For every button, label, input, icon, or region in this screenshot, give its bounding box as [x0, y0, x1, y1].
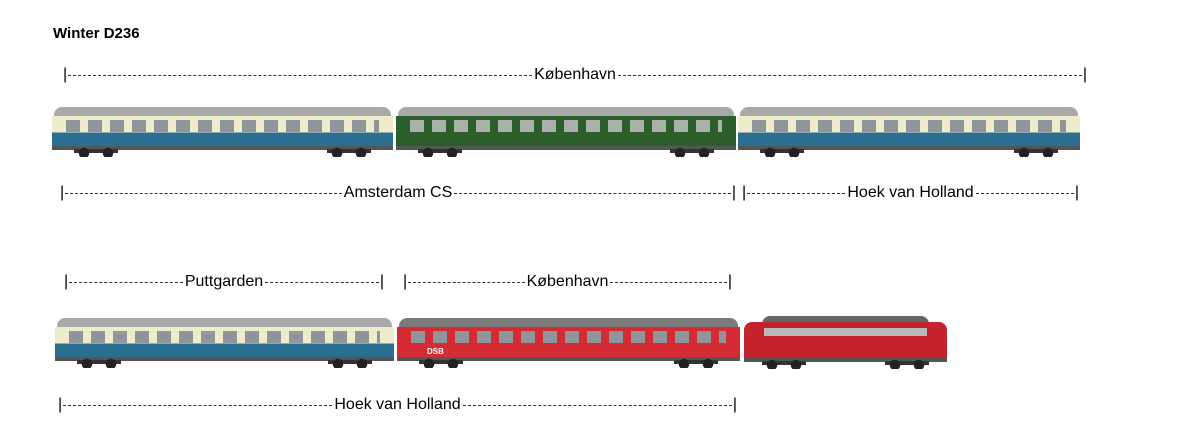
route-label: Hoek van Holland [847, 184, 974, 201]
diesel-locomotive [744, 316, 947, 370]
route-label: Amsterdam CS [343, 184, 453, 201]
route-label: København [534, 66, 616, 83]
coach-red-dsb: DSB [397, 318, 740, 370]
route-label: København [526, 273, 609, 290]
coach-blue-cream-3 [55, 318, 394, 370]
route-span-hoek-1: |Hoek van Holland| [742, 184, 1080, 201]
coach-green [396, 107, 736, 159]
route-span-puttgarden: |Puttgarden| [64, 273, 384, 290]
route-span-kobenhavn-2: |København| [403, 273, 732, 290]
route-label: Hoek van Holland [334, 396, 461, 413]
coach-blue-cream-1 [52, 107, 393, 159]
route-span-amsterdam: |Amsterdam CS| [60, 184, 736, 201]
dsb-logo: DSB [427, 347, 444, 356]
route-label: Puttgarden [184, 273, 264, 290]
coach-blue-cream-2 [738, 107, 1080, 159]
route-span-kobenhavn-1: |København| [63, 66, 1087, 83]
route-span-hoek-2: |Hoek van Holland| [58, 396, 738, 413]
page-title: Winter D236 [53, 25, 140, 42]
